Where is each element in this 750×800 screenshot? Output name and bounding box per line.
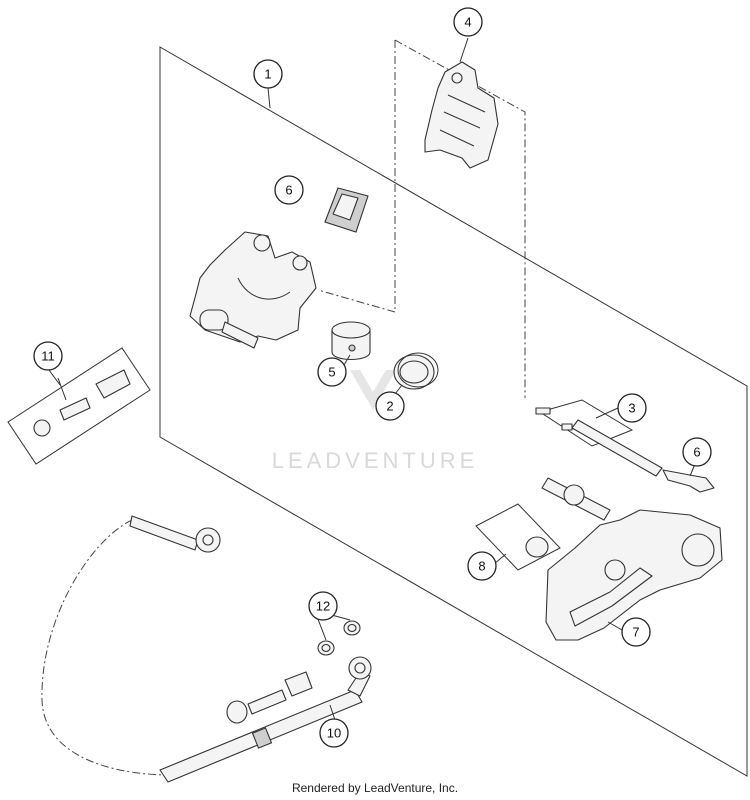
seal-rings [393,352,439,390]
callout-5: 5 [317,357,347,387]
guide-bolt [475,477,611,571]
pad-bracket-dashed [394,39,526,398]
callout-11: 11 [33,341,63,371]
callout-10: 10 [319,718,349,748]
caliper-body [189,231,317,349]
svg-text:7: 7 [632,625,639,640]
svg-text:5: 5 [328,365,335,380]
callout-8: 8 [467,551,497,581]
svg-text:10: 10 [327,726,341,741]
footer-credit: Rendered by LeadVenture, Inc. [291,781,459,795]
brake-line [41,515,372,783]
pad-spring-top [324,187,369,233]
pad-clip-right [662,469,715,493]
svg-text:6: 6 [693,445,700,460]
watermark: LEADVENTURE [272,370,479,473]
callout-2: 2 [375,391,405,421]
lower-fittings [226,671,313,724]
bleeder-kit [7,347,151,465]
callout-4: 4 [453,7,483,37]
callout-7: 7 [621,617,651,647]
watermark-logo [350,370,396,410]
assembly-panel-1 [159,46,748,777]
callout-3: 3 [617,393,647,423]
svg-text:8: 8 [478,559,485,574]
svg-text:3: 3 [628,401,635,416]
caliper-pins [535,399,663,477]
callout-1: 1 [253,59,283,89]
svg-text:1: 1 [264,67,271,82]
washers [315,613,361,656]
caliper-support [545,509,723,641]
svg-text:12: 12 [316,599,330,614]
svg-text:2: 2 [386,399,393,414]
svg-text:4: 4 [464,15,471,30]
piston [331,321,371,361]
svg-text:11: 11 [41,349,55,364]
callout-6a: 6 [274,175,304,205]
callout-12: 12 [308,591,338,621]
svg-text:6: 6 [285,183,292,198]
watermark-text: LEADVENTURE [272,448,479,473]
brake-pads [424,61,499,169]
callout-6b: 6 [682,437,712,467]
pad-bracket-dashed-left [317,40,396,313]
